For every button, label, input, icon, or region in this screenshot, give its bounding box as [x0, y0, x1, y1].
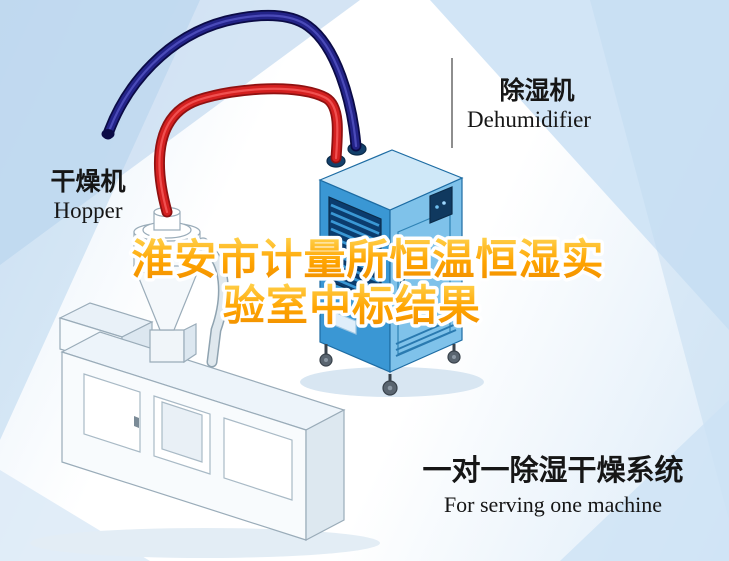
hopper-duct: [201, 244, 228, 366]
casters: [319, 344, 461, 396]
hopper-stand-side: [183, 323, 197, 364]
headline-line2: 验室中标结果: [223, 282, 481, 329]
vent-slats: [330, 203, 380, 299]
dryer-label-cn: 干燥机: [50, 168, 125, 196]
machine-body-side: [305, 409, 345, 541]
system-label-cn: 一对一除湿干燥系统: [422, 453, 683, 487]
red-hose: [153, 83, 343, 218]
front-label-sticker: [333, 311, 357, 335]
side-grille: [395, 317, 457, 357]
control-panel: [429, 186, 453, 224]
dryer-label-en: Hopper: [54, 198, 123, 223]
machine-front-panels: [83, 373, 293, 501]
blue-hose-end: [101, 129, 115, 139]
injection-machine: [58, 302, 346, 541]
hopper-stand-front: [149, 329, 185, 363]
control-light-2: [442, 201, 446, 205]
dehumidifier-top-face: [318, 149, 464, 211]
headline-line1: 淮安市计量所恒温恒湿实: [131, 236, 604, 283]
dehumidifier-label-cn: 除湿机: [499, 76, 574, 105]
dehumidifier-label-en: Dehumidifier: [467, 107, 591, 132]
blue-hose: [101, 10, 362, 152]
system-label-en: For serving one machine: [444, 492, 662, 517]
door-handle: [400, 266, 405, 284]
control-light-1: [435, 205, 439, 209]
panel-handle: [134, 416, 139, 428]
